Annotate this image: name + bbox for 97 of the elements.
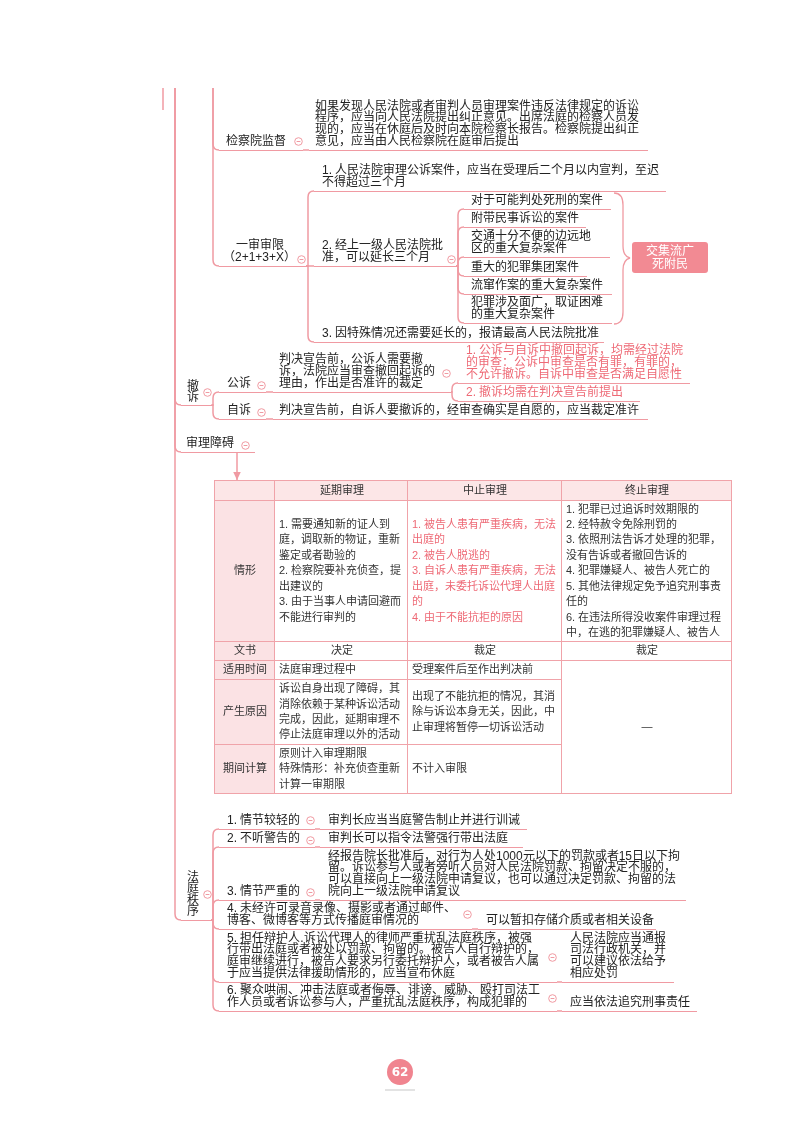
mind-map-topic: 可以暂扣存储介质或者相关设备 bbox=[478, 914, 656, 930]
list-item: 4. 由于不能抗拒的原因 bbox=[412, 609, 524, 625]
row-header-cell: 期间计算 bbox=[214, 744, 275, 794]
table-cell: 出现了不能抗拒的情况，其消除与诉讼本身无关，因此，中止审理将暂停一切诉讼活动 bbox=[407, 679, 562, 745]
list-item: 2. 被告人脱逃的 bbox=[412, 547, 491, 564]
header-cell: 延期审理 bbox=[274, 480, 408, 501]
mind-map-topic: 人民法院应当通报司法行政机关，并可以建议依法给予相应处罚 bbox=[562, 932, 674, 983]
mind-map-topic: 重大的犯罪集团案件 bbox=[464, 261, 587, 277]
mind-map-topic: 流窜作案的重大复杂案件 bbox=[464, 279, 612, 295]
topic-text: 3. 情节严重的 bbox=[227, 883, 301, 898]
list-item: 3. 依照刑法告诉才处理的犯罪，没有告诉或者撤回告诉的 bbox=[566, 532, 728, 564]
connector-line bbox=[471, 928, 479, 930]
mind-map-topic: 审判长应当当庭警告制止并进行训诫 bbox=[320, 814, 527, 830]
mind-map-topic bbox=[219, 932, 557, 983]
row-header-cell: 产生原因 bbox=[214, 679, 275, 745]
list-item: 1. 需要通知新的证人到庭，调取新的物证，重新鉴定或者勘验的 bbox=[279, 517, 404, 564]
connector-line bbox=[556, 1010, 563, 1012]
connector-line bbox=[556, 981, 563, 983]
connector-line bbox=[174, 87, 182, 921]
header-cell: 中止审理 bbox=[407, 480, 562, 501]
connector-line bbox=[314, 828, 321, 830]
list-item: 2. 检察院要补充侦查，提出建议的 bbox=[279, 563, 404, 595]
list-item: 6. 在违法所得没收案件审理过程中，在逃的犯罪嫌疑人、被告人 bbox=[566, 609, 728, 641]
connector-line bbox=[210, 404, 220, 420]
mind-map-topic bbox=[219, 135, 303, 151]
connector-line bbox=[210, 899, 220, 921]
table-cell: — bbox=[561, 660, 732, 794]
connector-line bbox=[314, 899, 321, 901]
connector-line bbox=[265, 418, 274, 420]
comparison-table bbox=[214, 480, 732, 794]
mind-map-topic bbox=[219, 885, 315, 901]
connector-line bbox=[210, 391, 220, 406]
topic-text: 审理障碍 bbox=[186, 435, 234, 450]
mind-map-topic: 判决宣告前，自诉人要撤诉的，经审查确实是自愿的，应当裁定准许 bbox=[273, 404, 648, 420]
topic-text: 5. 担任辩护人.诉讼代理人的律师严重扰乱法庭秩序，被强行带出法庭或者被处以罚款、拘留的。被告人自行辩护的，庭审继续进行，被告人要求另行委托辩护人，或者被告人属于应当提供法律援助情形的，应当宣布休庭 bbox=[227, 930, 539, 980]
mind-map-topic: 3. 因特殊情况还需要延长的，报请最高人民法院批准 bbox=[314, 327, 604, 343]
mind-map-topic bbox=[219, 903, 472, 930]
mind-map-topic: 附带民事诉讼的案件 bbox=[464, 212, 586, 228]
connector-line bbox=[212, 87, 220, 267]
mind-map-topic: 如果发现人民法院或者审判人员审理案件违反法律规定的诉讼程序，应当向人民法院提出纠正意见。出席法庭的检察人员发现的，应当在休庭后及时向本院检察长报告。检察院提出纠正意见，应当由人民检察院在庭审后提出 bbox=[309, 100, 648, 151]
list-item: 1. 被告人患有严重疾病，无法出庭的 bbox=[412, 517, 558, 548]
table-cell: 诉讼自身出现了障碍，其消除依赖于某种诉讼活动完成，因此，延期审理不停止法庭审理以外的活动 bbox=[274, 679, 408, 745]
topic-text: 判决宣告前，公诉人需要撤诉，法院应当审查撤回起诉的理由，作出是否准许的裁定 bbox=[279, 352, 435, 390]
arrow bbox=[233, 451, 241, 481]
connector-line bbox=[305, 190, 315, 267]
mind-map-topic bbox=[181, 437, 255, 453]
connector-line bbox=[210, 919, 220, 1012]
connector-line bbox=[450, 382, 459, 393]
mind-map-topic: 交通十分不便的边远地区的重大复杂案件 bbox=[464, 231, 610, 258]
connector-line bbox=[265, 391, 274, 393]
table-cell: 不计入审限 bbox=[407, 744, 562, 794]
mind-map-topic bbox=[219, 240, 306, 267]
connector-line bbox=[305, 265, 315, 343]
summary-box: 交集流广死附民 bbox=[632, 242, 708, 273]
mind-map-topic: 对于可能判处死刑的案件 bbox=[464, 194, 611, 210]
mind-map-topic bbox=[219, 985, 557, 1012]
topic-title: 一审审限 bbox=[235, 240, 284, 252]
list-item: 3. 自诉人患有严重疾病，无法出庭，未委托诉讼代理人出庭的 bbox=[412, 563, 558, 610]
topic-text: 4. 未经许可录音录像、摄影或者通过邮件、博客、微博客等方式传播庭审情况的 bbox=[227, 901, 457, 927]
header-cell: 终止审理 bbox=[561, 480, 732, 501]
mind-map-topic: 犯罪涉及面广，取证困难的重大复杂案件 bbox=[464, 297, 612, 324]
topic-text: 2. 经上一级人民法院批准，可以延长三个月 bbox=[322, 238, 444, 264]
mind-map-topic bbox=[219, 404, 266, 420]
topic-text: 自诉 bbox=[227, 402, 251, 417]
mind-map-topic bbox=[273, 354, 451, 393]
topic-subtitle: （2+1+3+X） bbox=[222, 251, 297, 264]
mind-map-topic bbox=[181, 871, 212, 921]
connector-line bbox=[302, 149, 310, 151]
mind-map-topic: 2. 撤诉均需在判决宣告前提出 bbox=[458, 386, 640, 402]
topic-text: 检察院监督 bbox=[226, 133, 286, 148]
mind-map-topic: 审判长可以指令法警强行带出法庭 bbox=[320, 832, 523, 848]
mind-map-topic bbox=[219, 832, 315, 848]
connector-line bbox=[450, 391, 459, 402]
topic-text: 2. 不听警告的 bbox=[227, 830, 301, 845]
mind-map-topic bbox=[219, 814, 315, 830]
mind-map-topic bbox=[219, 377, 266, 393]
topic-text: 6. 聚众哄闹、冲击法庭或者侮辱、诽谤、威胁、殴打司法工作人员或者诉讼参与人，严重扰乱法庭秩序，构成犯罪的 bbox=[227, 983, 541, 1009]
list-item: 5. 其他法律规定免予追究刑事责任的 bbox=[566, 578, 728, 610]
row-header-cell: 情形 bbox=[214, 500, 275, 642]
connector-line bbox=[314, 846, 321, 848]
list-item: 3. 由于当事人申请回避而不能进行审判的 bbox=[279, 594, 404, 625]
mind-map-topic: 经报告院长批准后，对行为人处1000元以下的罚款或者15日以下拘留。诉讼参与人或者旁听人员对人民法院罚款、拘留决定不服的，可以直接向上一级法院申请复议，也可以通过决定罚款、拘留的法院向上一级法院申请复议 bbox=[320, 850, 686, 901]
topic-text: 撤诉 bbox=[186, 378, 199, 404]
page-number: 62 bbox=[387, 1059, 413, 1085]
list-item: 特殊情形：补充侦查重新计算一审期限 bbox=[279, 761, 404, 793]
list-item: 1. 犯罪已过追诉时效期限的 bbox=[566, 501, 700, 518]
mind-map-topic: 1. 人民法院审理公诉案件，应当在受理后二个月以内宣判，至迟不得超过三个月 bbox=[314, 165, 666, 192]
list-item: 原则计入审理期限 bbox=[279, 745, 367, 762]
topic-text: 1. 情节较轻的 bbox=[227, 812, 301, 827]
list-item: 4. 犯罪嫌疑人、被告人死亡的 bbox=[566, 563, 711, 579]
mind-map-topic: 1. 公诉与自诉中撤回起诉，均需经过法院的审查：公诉中审查是否有罪，有罪的，不允许撤诉。自诉中审查是否满足自愿性 bbox=[458, 345, 690, 384]
list-item: 2. 经特赦令免除刑罚的 bbox=[566, 517, 678, 533]
topic-text: 法庭秩序 bbox=[186, 869, 199, 919]
mind-map-topic bbox=[314, 240, 456, 267]
mind-map-topic bbox=[181, 380, 212, 406]
mind-map-topic: 应当依法追究刑事责任 bbox=[562, 996, 697, 1012]
topic-text: 公诉 bbox=[227, 375, 251, 390]
